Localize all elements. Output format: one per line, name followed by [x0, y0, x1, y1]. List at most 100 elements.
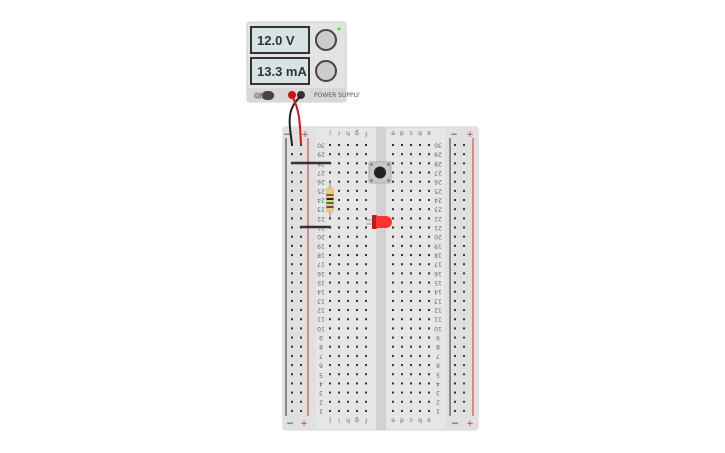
breadboard-hole[interactable]: [392, 391, 394, 394]
breadboard-hole[interactable]: [356, 144, 358, 146]
rail-hole[interactable]: [291, 153, 293, 156]
breadboard-hole[interactable]: [410, 400, 412, 403]
breadboard-hole[interactable]: [392, 400, 394, 403]
breadboard-hole[interactable]: [347, 299, 349, 302]
breadboard-hole[interactable]: [356, 299, 358, 302]
breadboard-hole[interactable]: [347, 171, 349, 174]
breadboard-hole[interactable]: [410, 217, 412, 220]
rail-hole[interactable]: [454, 217, 456, 220]
rail-hole[interactable]: [454, 199, 456, 202]
breadboard-hole[interactable]: [428, 309, 430, 312]
rail-hole[interactable]: [454, 409, 456, 412]
breadboard-hole[interactable]: [365, 281, 367, 284]
breadboard-hole[interactable]: [356, 199, 358, 202]
breadboard-hole[interactable]: [347, 391, 349, 394]
rail-hole[interactable]: [463, 327, 465, 330]
black-supply-wire[interactable]: [288, 95, 302, 146]
breadboard-hole[interactable]: [347, 345, 349, 348]
breadboard-hole[interactable]: [428, 180, 430, 183]
breadboard-hole[interactable]: [365, 226, 367, 229]
breadboard-hole[interactable]: [410, 354, 412, 357]
breadboard-hole[interactable]: [410, 281, 412, 284]
breadboard-hole[interactable]: [338, 327, 340, 330]
breadboard-hole[interactable]: [338, 318, 340, 321]
rail-hole[interactable]: [463, 208, 465, 211]
rail-hole[interactable]: [291, 263, 293, 266]
breadboard-hole[interactable]: [419, 309, 421, 312]
breadboard-hole[interactable]: [410, 153, 412, 156]
breadboard-hole[interactable]: [419, 364, 421, 367]
breadboard-hole[interactable]: [365, 354, 367, 357]
breadboard-hole[interactable]: [365, 254, 367, 257]
breadboard-hole[interactable]: [338, 244, 340, 247]
breadboard-hole[interactable]: [329, 272, 331, 275]
rail-hole[interactable]: [463, 189, 465, 192]
power-supply[interactable]: 12.0 V 13.3 mA ON POWER SUPPLY: [246, 21, 360, 103]
breadboard-hole[interactable]: [338, 400, 340, 403]
rail-hole[interactable]: [291, 254, 293, 257]
breadboard-hole[interactable]: [401, 199, 403, 202]
breadboard-hole[interactable]: [401, 208, 403, 211]
breadboard-hole[interactable]: [392, 199, 394, 202]
rail-hole[interactable]: [300, 354, 302, 357]
breadboard-hole[interactable]: [329, 290, 331, 293]
breadboard-hole[interactable]: [347, 254, 349, 257]
breadboard-hole[interactable]: [419, 409, 421, 412]
breadboard-hole[interactable]: [338, 217, 340, 220]
rail-hole[interactable]: [300, 263, 302, 266]
rail-hole[interactable]: [291, 364, 293, 367]
breadboard-hole[interactable]: [356, 400, 358, 403]
breadboard-hole[interactable]: [401, 217, 403, 220]
breadboard-hole[interactable]: [329, 409, 331, 412]
rail-hole[interactable]: [300, 281, 302, 284]
breadboard-hole[interactable]: [419, 153, 421, 156]
rail-hole[interactable]: [454, 290, 456, 293]
breadboard-hole[interactable]: [392, 162, 394, 165]
breadboard-hole[interactable]: [419, 199, 421, 202]
breadboard-hole[interactable]: [392, 144, 394, 146]
rail-hole[interactable]: [300, 336, 302, 339]
breadboard-hole[interactable]: [428, 217, 430, 220]
breadboard-hole[interactable]: [410, 254, 412, 257]
breadboard-hole[interactable]: [365, 263, 367, 266]
current-knob[interactable]: [315, 60, 337, 82]
rail-hole[interactable]: [463, 153, 465, 156]
rail-hole[interactable]: [463, 290, 465, 293]
breadboard-hole[interactable]: [410, 180, 412, 183]
breadboard-hole[interactable]: [392, 382, 394, 385]
breadboard-hole[interactable]: [347, 318, 349, 321]
voltage-knob[interactable]: [315, 29, 337, 51]
rail-hole[interactable]: [300, 180, 302, 183]
breadboard-hole[interactable]: [392, 318, 394, 321]
rail-hole[interactable]: [300, 373, 302, 376]
rail-hole[interactable]: [300, 153, 302, 156]
breadboard-hole[interactable]: [329, 336, 331, 339]
breadboard-hole[interactable]: [401, 382, 403, 385]
breadboard-hole[interactable]: [365, 318, 367, 321]
breadboard-hole[interactable]: [419, 373, 421, 376]
breadboard-hole[interactable]: [401, 318, 403, 321]
breadboard-hole[interactable]: [392, 281, 394, 284]
breadboard-hole[interactable]: [428, 272, 430, 275]
breadboard-hole[interactable]: [338, 364, 340, 367]
breadboard-hole[interactable]: [329, 364, 331, 367]
rail-hole[interactable]: [454, 144, 456, 146]
breadboard-hole[interactable]: [410, 244, 412, 247]
breadboard-hole[interactable]: [338, 153, 340, 156]
breadboard-hole[interactable]: [419, 336, 421, 339]
breadboard-hole[interactable]: [338, 235, 340, 238]
breadboard-hole[interactable]: [356, 153, 358, 156]
rail-hole[interactable]: [291, 235, 293, 238]
rail-hole[interactable]: [454, 318, 456, 321]
breadboard-hole[interactable]: [338, 199, 340, 202]
rail-hole[interactable]: [300, 217, 302, 220]
breadboard-hole[interactable]: [401, 345, 403, 348]
rail-hole[interactable]: [300, 272, 302, 275]
breadboard-hole[interactable]: [347, 290, 349, 293]
rail-hole[interactable]: [300, 199, 302, 202]
breadboard-hole[interactable]: [419, 180, 421, 183]
breadboard-hole[interactable]: [392, 299, 394, 302]
breadboard-hole[interactable]: [365, 327, 367, 330]
breadboard-hole[interactable]: [419, 144, 421, 146]
rail-hole[interactable]: [291, 382, 293, 385]
